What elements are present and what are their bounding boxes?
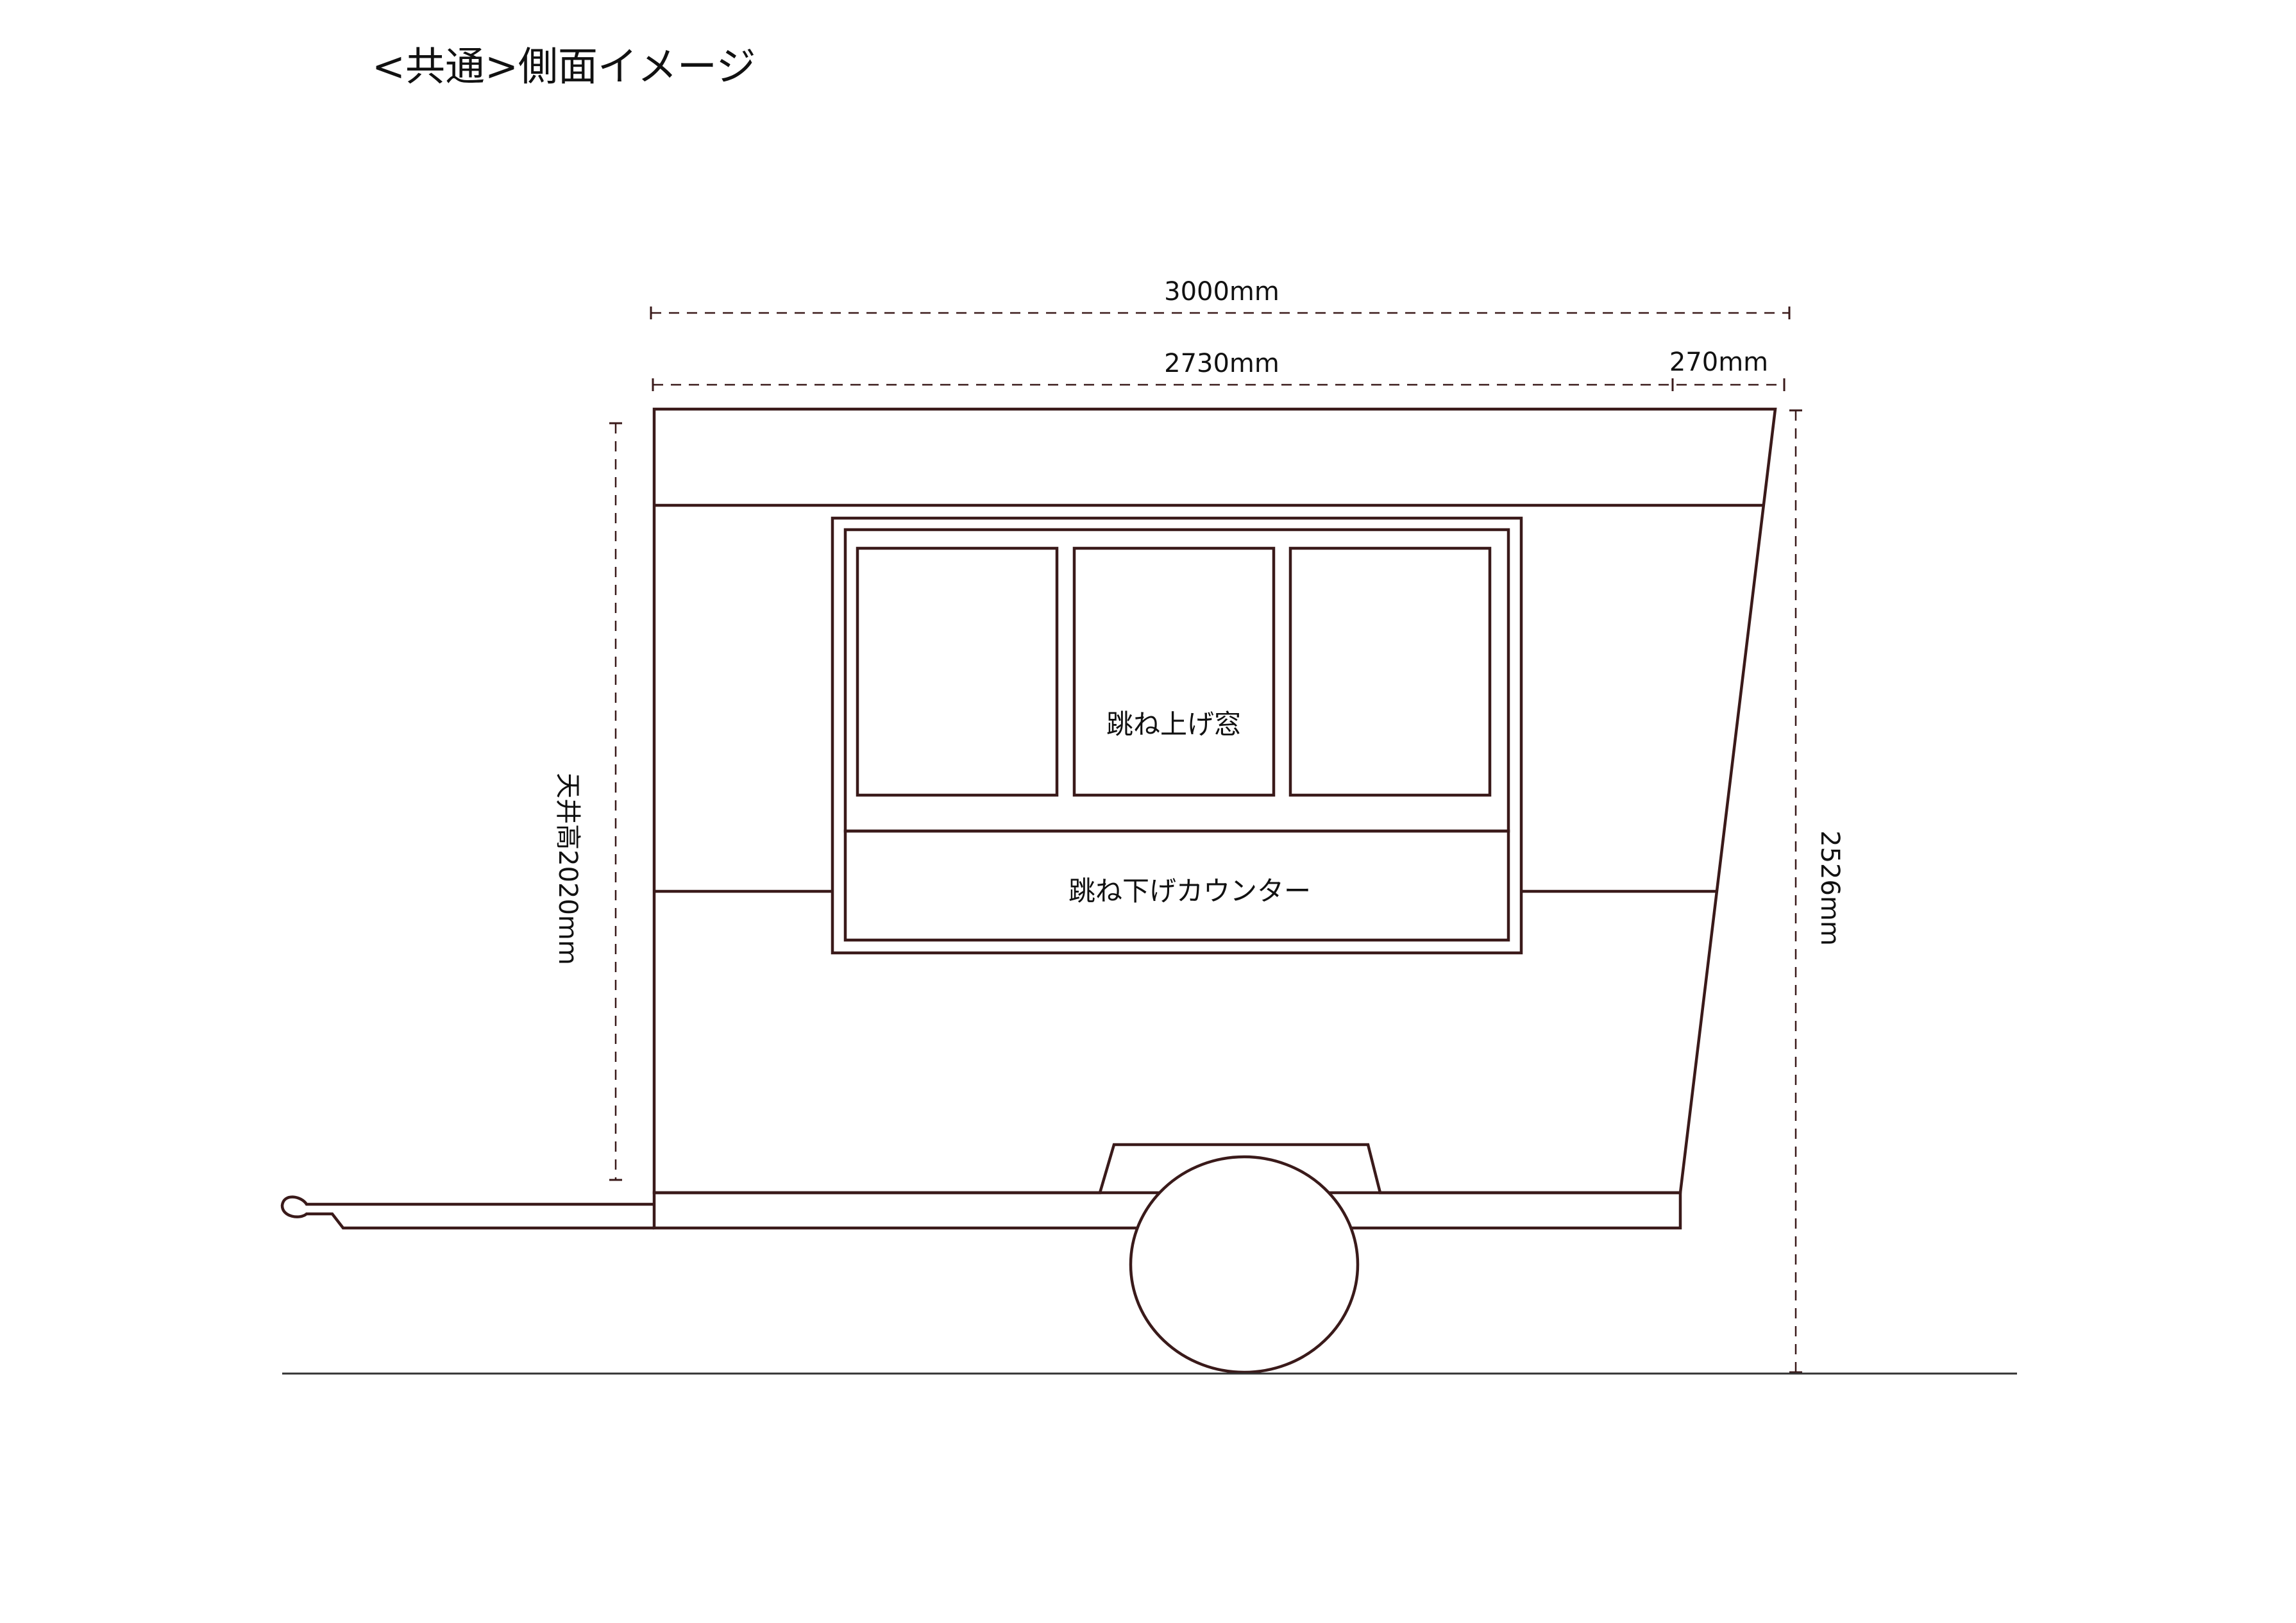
dim-label-front-overhang: 270mm	[1669, 348, 1768, 377]
counter-panel	[843, 829, 1510, 942]
window-inner-frame	[843, 528, 1510, 833]
trailer-body	[652, 407, 1777, 1195]
window-label: 跳ね上げ窓	[1106, 709, 1241, 740]
window-pane-right	[1288, 546, 1492, 797]
wheel	[1129, 1155, 1360, 1374]
dim-label-ceiling-height: 天井高2020mm	[553, 773, 582, 965]
dim-label-total-length: 3000mm	[1164, 277, 1279, 307]
dimension-ticks	[609, 307, 1802, 1374]
dimension-lines	[614, 312, 1797, 1372]
tow-hitch	[280, 1195, 654, 1230]
page-title: <共通>側面イメージ	[372, 43, 756, 90]
window-outer-frame	[831, 516, 1523, 955]
dim-label-body-length: 2730mm	[1164, 349, 1279, 378]
service-window-assembly	[831, 516, 1523, 955]
chassis-frame	[652, 1143, 1682, 1230]
window-pane-left	[856, 546, 1059, 797]
trailer-outline	[280, 407, 1777, 1374]
dim-label-total-height: 2526mm	[1815, 830, 1844, 946]
window-pane-center	[1072, 546, 1276, 797]
counter-label: 跳ね下げカウンター	[1068, 875, 1311, 907]
